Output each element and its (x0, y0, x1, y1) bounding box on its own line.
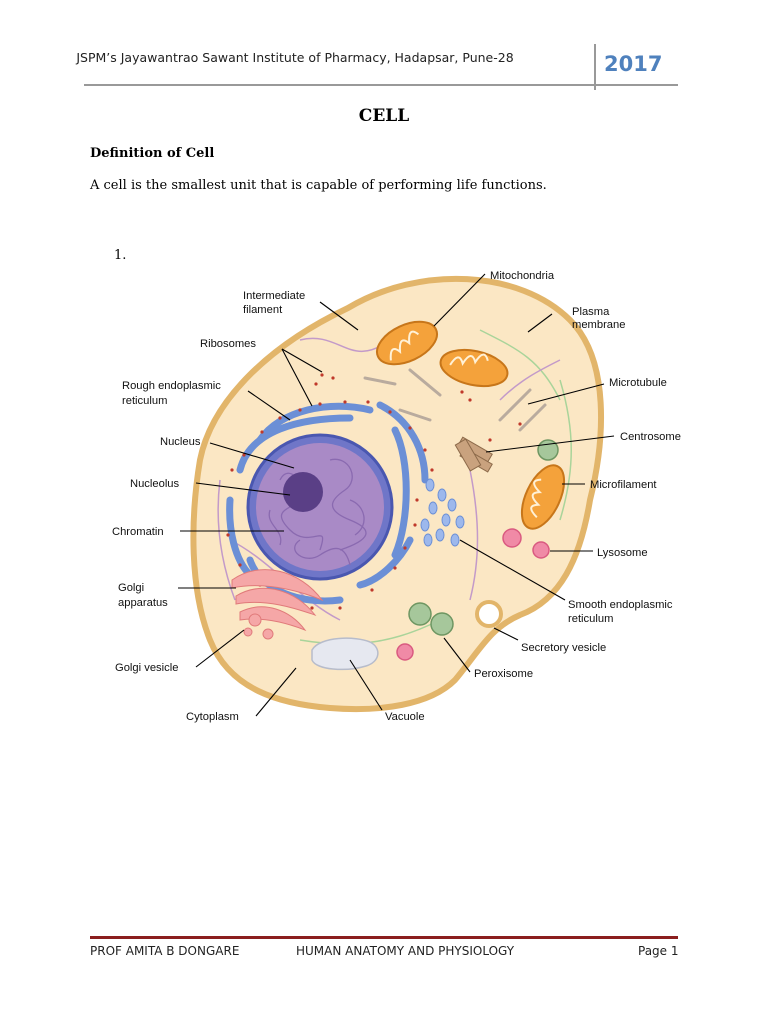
label-rough-er-2: reticulum (122, 395, 167, 407)
label-secretory-vesicle: Secretory vesicle (521, 642, 606, 654)
footer-rule (90, 936, 678, 939)
centrosome-shape (454, 436, 493, 473)
label-chromatin: Chromatin (112, 526, 164, 538)
label-plasma-membrane-2: membrane (572, 319, 625, 331)
label-intermediate-filament-2: filament (243, 304, 283, 316)
header-institute: JSPM’s Jayawantrao Sawant Institute of P… (76, 50, 514, 65)
label-nucleolus: Nucleolus (130, 478, 180, 490)
mitochondria-shapes (376, 320, 566, 530)
peroxisome-shape (408, 602, 432, 626)
header-rule-right (596, 84, 678, 86)
golgi-shape (231, 569, 324, 640)
label-golgi-apparatus-2: apparatus (118, 597, 168, 609)
label-peroxisome: Peroxisome (474, 668, 533, 680)
label-mitochondria: Mitochondria (490, 270, 555, 282)
header-year: 2017 (604, 52, 663, 76)
footer-author: PROF AMITA B DONGARE (90, 944, 240, 958)
label-smooth-er-2: reticulum (568, 613, 613, 625)
lysosome-shape (532, 541, 550, 559)
vacuole-shape (311, 637, 379, 671)
label-ribosomes: Ribosomes (200, 338, 256, 350)
chromatin-shape (268, 458, 367, 566)
definition-text: A cell is the smallest unit that is capa… (90, 178, 547, 193)
list-number: 1. (114, 248, 127, 263)
header-rule (84, 84, 596, 86)
label-cytoplasm: Cytoplasm (186, 711, 239, 723)
label-rough-er: Rough endoplasmic (122, 380, 221, 392)
footer-subject: HUMAN ANATOMY AND PHYSIOLOGY (296, 944, 515, 958)
label-microtubule: Microtubule (609, 377, 667, 389)
label-golgi-vesicle: Golgi vesicle (115, 662, 178, 674)
nucleolus-shape (283, 472, 323, 512)
secretory-vesicle-shape (475, 600, 503, 628)
label-intermediate-filament: Intermediate (243, 290, 305, 302)
page-title: CELL (358, 106, 410, 126)
label-smooth-er: Smooth endoplasmic (568, 599, 673, 611)
label-plasma-membrane: Plasma (572, 306, 610, 318)
label-vacuole: Vacuole (385, 711, 425, 723)
label-centrosome: Centrosome (620, 431, 681, 443)
footer-page-number: Page 1 (638, 944, 679, 958)
label-nucleus: Nucleus (160, 436, 201, 448)
label-golgi-apparatus: Golgi (118, 582, 144, 594)
label-microfilament: Microfilament (590, 479, 657, 491)
smooth-er-shapes (420, 478, 465, 547)
header-divider (594, 44, 596, 90)
label-lysosome: Lysosome (597, 547, 648, 559)
section-heading: Definition of Cell (90, 146, 215, 161)
